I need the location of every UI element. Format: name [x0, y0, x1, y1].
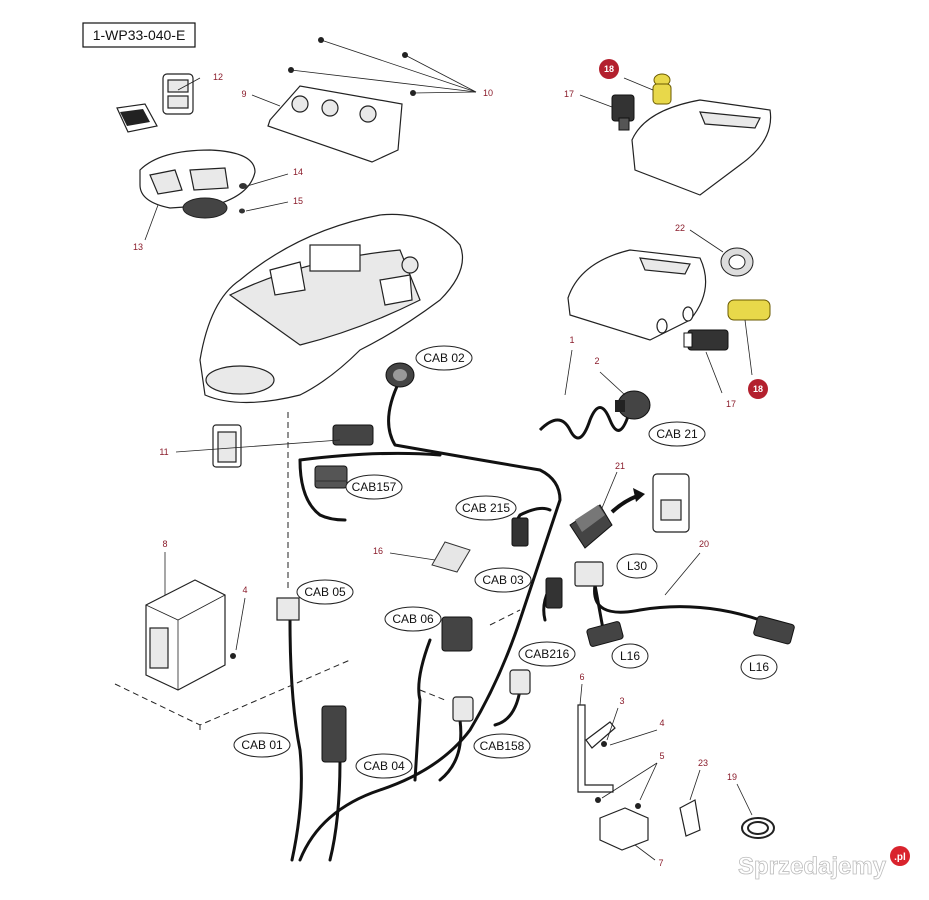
connector-cab03 [545, 577, 563, 609]
bulb-18a [652, 73, 672, 105]
grommet-22 [720, 247, 754, 277]
screw-3 [601, 741, 607, 747]
label-cab216: CAB216 [525, 647, 570, 661]
bulb-18b [727, 299, 771, 321]
switch-housing-13 [139, 149, 256, 219]
connector-l16a [586, 621, 624, 647]
dome-light-lower [567, 249, 707, 341]
label-cab03: CAB 03 [482, 573, 524, 587]
screw-14 [239, 183, 247, 189]
callout-2: 2 [594, 356, 599, 366]
leader-lines [144, 39, 753, 861]
bulb-holder-17a [611, 94, 635, 131]
callout-22: 22 [675, 223, 685, 233]
connector-cab157-b [314, 465, 348, 489]
callout-11: 11 [159, 447, 168, 457]
dome-light-upper [631, 99, 772, 196]
label-cab01: CAB 01 [241, 738, 283, 752]
connector-cab158 [452, 696, 474, 722]
callout-12: 12 [213, 72, 223, 82]
label-cab158: CAB158 [480, 739, 525, 753]
rocker-switch [116, 103, 158, 133]
connector-cab06 [441, 616, 473, 652]
screw-5 [595, 797, 641, 809]
callout-20: 20 [699, 539, 709, 549]
callout-17-lower: 17 [726, 399, 736, 409]
callout-6: 6 [579, 672, 584, 682]
callout-18-lower: 18 [753, 384, 763, 394]
label-cab04: CAB 04 [363, 759, 405, 773]
watermark: Sprzedajemy .pl [738, 846, 910, 880]
label-l16-left: L16 [620, 649, 640, 663]
callouts: 12 9 10 14 15 13 18 17 22 18 17 1 2 11 2… [133, 59, 768, 868]
part-2-sensor [615, 390, 651, 420]
connector-cab05 [276, 597, 300, 621]
callout-1: 1 [569, 335, 574, 345]
roof-console [199, 213, 464, 404]
label-cab02: CAB 02 [423, 351, 465, 365]
part-16-label [431, 541, 471, 573]
connector-cab01 [321, 705, 347, 763]
screw-15 [239, 208, 245, 214]
drawing-code: 1-WP33-040-E [93, 27, 186, 43]
label-cab157: CAB157 [352, 480, 397, 494]
callout-21: 21 [615, 461, 625, 471]
connector-l16b [753, 615, 795, 645]
relay-7 [599, 807, 649, 851]
callout-10: 10 [483, 88, 493, 98]
wiring-harness [288, 378, 762, 862]
label-cab05: CAB 05 [304, 585, 346, 599]
dashed-guides [114, 412, 521, 730]
callout-17-upper: 17 [564, 89, 574, 99]
watermark-suffix: .pl [894, 852, 906, 863]
watermark-text: Sprzedajemy [738, 853, 887, 880]
callout-15: 15 [293, 196, 303, 206]
callout-3: 3 [619, 696, 624, 706]
connector-l30 [574, 561, 604, 587]
control-unit-8 [145, 579, 226, 691]
switch-face-21 [610, 473, 690, 533]
label-cab06: CAB 06 [392, 612, 434, 626]
label-l16-right: L16 [749, 660, 769, 674]
callout-18-upper: 18 [604, 64, 614, 74]
drawing-code-box: 1-WP33-040-E [82, 22, 196, 48]
label-cab215: CAB 215 [462, 501, 510, 515]
callout-7: 7 [658, 858, 663, 868]
callout-8: 8 [162, 539, 167, 549]
callout-14: 14 [293, 167, 303, 177]
connector-labels: CAB 02 CAB 21 CAB157 CAB 215 CAB 03 L30 … [233, 345, 778, 779]
connector-cab215 [511, 517, 529, 547]
connector-cab216 [509, 669, 531, 695]
bulb-holder-17b [683, 329, 729, 351]
switch-12 [162, 73, 194, 115]
cable-tie-19 [741, 817, 775, 839]
connector-cab02 [385, 362, 415, 388]
switch-11 [212, 424, 242, 468]
callout-16: 16 [373, 546, 383, 556]
callout-19: 19 [727, 772, 737, 782]
screw-4a [230, 653, 236, 659]
callout-13: 13 [133, 242, 143, 252]
switch-21 [569, 504, 613, 549]
bracket-6 [577, 704, 616, 793]
label-cab21: CAB 21 [656, 427, 698, 441]
callout-4-left: 4 [242, 585, 247, 595]
callout-23: 23 [698, 758, 708, 768]
panel-9 [267, 85, 403, 163]
clip-23 [679, 799, 701, 837]
callout-5: 5 [659, 751, 664, 761]
connector-cab157-a [332, 424, 374, 446]
label-l30: L30 [627, 559, 647, 573]
callout-9: 9 [241, 89, 246, 99]
callout-4-right: 4 [659, 718, 664, 728]
